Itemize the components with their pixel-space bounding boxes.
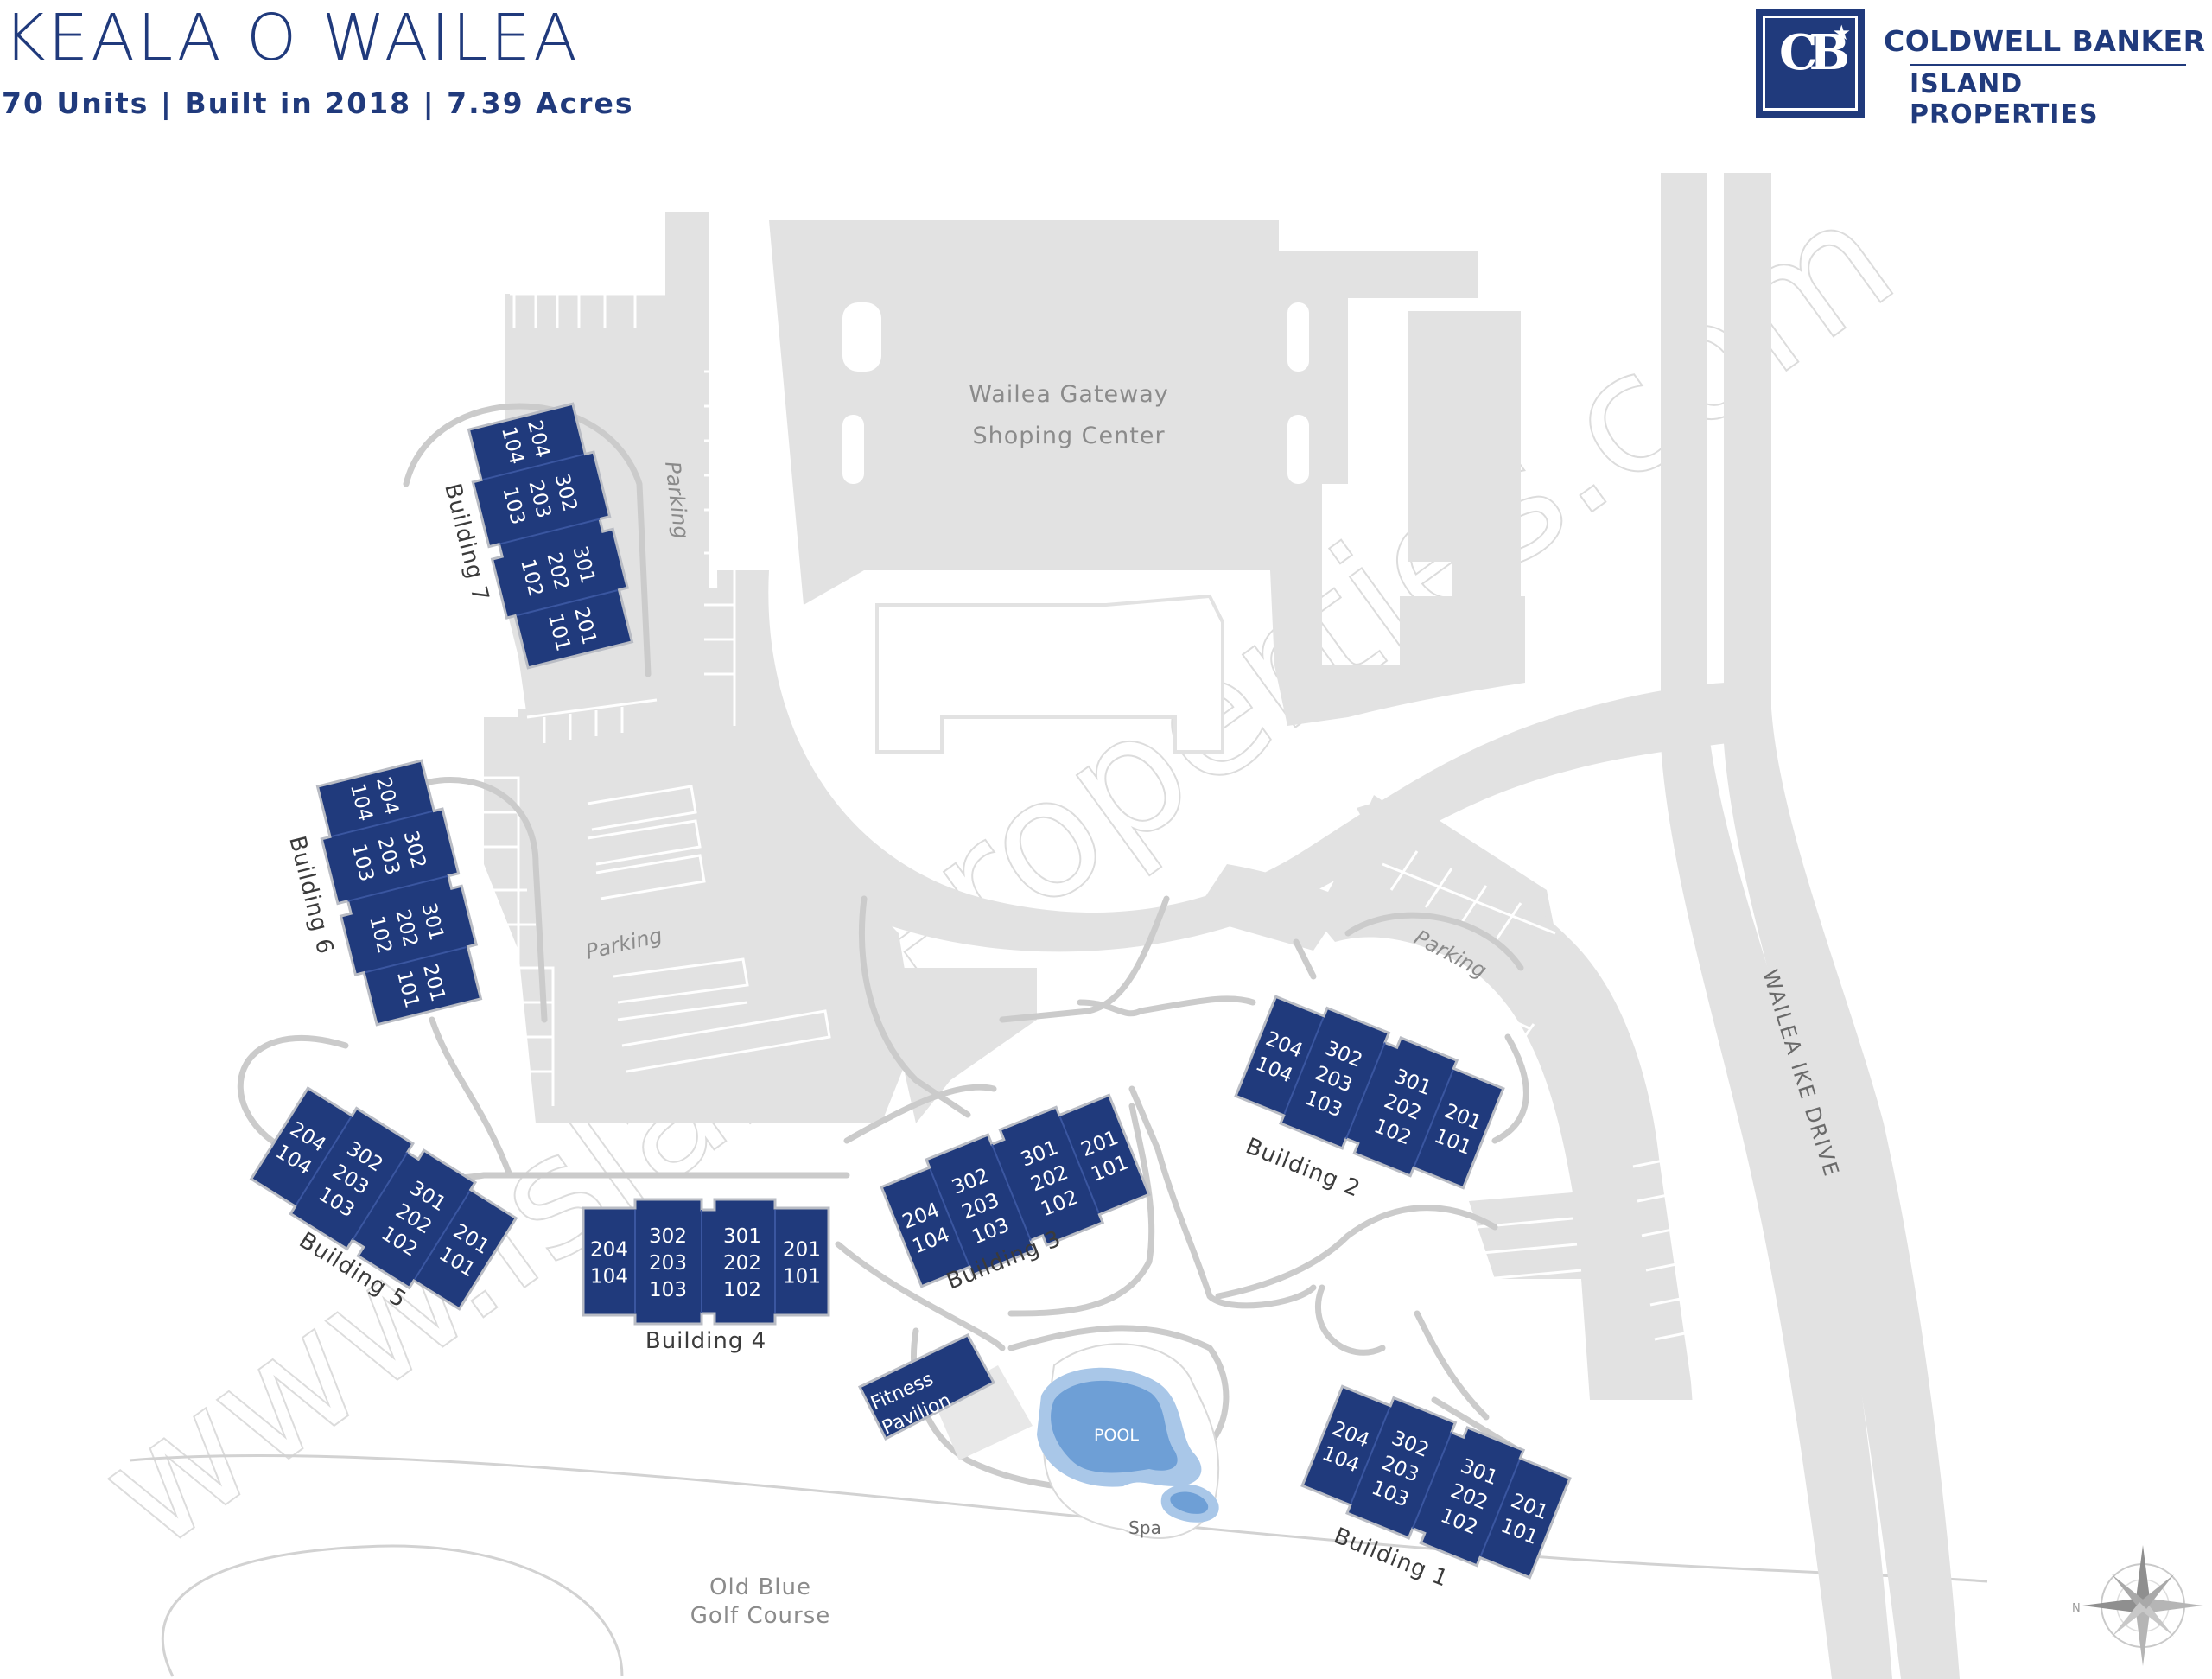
unit-divider bbox=[516, 589, 618, 617]
unit-divider bbox=[1344, 1042, 1386, 1140]
unit-divider bbox=[347, 874, 449, 902]
unit-divider bbox=[1283, 1017, 1325, 1115]
unit-divider bbox=[1058, 1116, 1100, 1214]
pool-water bbox=[1051, 1380, 1178, 1473]
building-footprint[interactable] bbox=[246, 1081, 520, 1317]
building-footprint[interactable] bbox=[1299, 1378, 1573, 1586]
building-label: Building 2 bbox=[1242, 1133, 1363, 1202]
cb-star-logo-icon[interactable]: CB ★ bbox=[1756, 9, 1865, 118]
spa-label: Spa bbox=[1128, 1517, 1161, 1538]
building-footprint[interactable] bbox=[878, 1087, 1152, 1294]
unit-number[interactable]: 101 bbox=[783, 1266, 821, 1288]
unit-divider bbox=[499, 518, 601, 545]
shopping-center-label-2: Shoping Center bbox=[972, 423, 1165, 449]
shopping-center-label: Wailea Gateway bbox=[969, 381, 1169, 408]
unit-number[interactable]: 302 bbox=[649, 1225, 687, 1248]
unit-number[interactable]: 204 bbox=[590, 1239, 628, 1262]
pool-label: POOL bbox=[1094, 1426, 1139, 1445]
unit-number[interactable]: 201 bbox=[783, 1239, 821, 1262]
unit-divider bbox=[414, 1190, 471, 1280]
parking-stalls bbox=[484, 292, 1699, 1401]
unit-divider bbox=[482, 453, 584, 480]
compass-north-label: N bbox=[2072, 1602, 2081, 1615]
unit-divider bbox=[990, 1143, 1032, 1241]
building-footprint[interactable] bbox=[582, 1198, 830, 1326]
unit-divider bbox=[1411, 1432, 1452, 1530]
compass-rose-icon bbox=[2082, 1545, 2203, 1666]
unit-divider bbox=[295, 1116, 353, 1205]
shopping-center-building bbox=[875, 594, 1224, 754]
unit-number[interactable]: 203 bbox=[649, 1252, 687, 1275]
unit-number[interactable]: 104 bbox=[590, 1266, 628, 1288]
unit-number[interactable]: 102 bbox=[723, 1279, 761, 1301]
brand-name[interactable]: COLDWELL BANKER bbox=[1884, 24, 2206, 58]
unit-divider bbox=[331, 810, 433, 837]
building-footprint[interactable] bbox=[309, 759, 489, 1027]
unit-number[interactable]: 202 bbox=[723, 1252, 761, 1275]
page-subtitle: 70 Units | Built in 2018 | 7.39 Acres bbox=[2, 86, 634, 120]
golf-course bbox=[129, 1453, 1988, 1677]
unit-number[interactable]: 301 bbox=[723, 1225, 761, 1248]
road-wailea-ike-drive bbox=[1661, 173, 1960, 1679]
pool-area[interactable] bbox=[1037, 1343, 1220, 1539]
unit-divider bbox=[352, 1151, 409, 1241]
unit-divider bbox=[365, 946, 467, 974]
unit-divider bbox=[929, 1168, 970, 1266]
building-footprint[interactable] bbox=[1232, 989, 1506, 1196]
unit-divider bbox=[1413, 1069, 1454, 1167]
star-icon: ★ bbox=[1832, 22, 1851, 45]
building-footprint[interactable] bbox=[461, 402, 640, 670]
unit-divider bbox=[1479, 1459, 1521, 1556]
fitness-pavilion[interactable] bbox=[857, 1333, 1033, 1460]
logo-frame bbox=[1763, 16, 1858, 111]
unit-number[interactable]: 103 bbox=[649, 1279, 687, 1301]
spa-water bbox=[1170, 1491, 1209, 1514]
page-title: KEALA O WAILEA bbox=[3, 1, 580, 75]
brand-divider bbox=[1910, 64, 2186, 66]
shopping-center-lot bbox=[717, 220, 1728, 952]
golf-course-label: Old Blue bbox=[709, 1574, 811, 1600]
golf-course-label-2: Golf Course bbox=[690, 1603, 830, 1629]
logo-emblem: CB bbox=[1779, 24, 1850, 81]
building-4[interactable]: 204 104 302 203 103 301 202 102 201 101 bbox=[582, 1198, 830, 1326]
unit-divider bbox=[1350, 1407, 1391, 1504]
building-label: Building 4 bbox=[645, 1328, 766, 1354]
brand-subname[interactable]: ISLAND PROPERTIES bbox=[1910, 69, 2099, 130]
